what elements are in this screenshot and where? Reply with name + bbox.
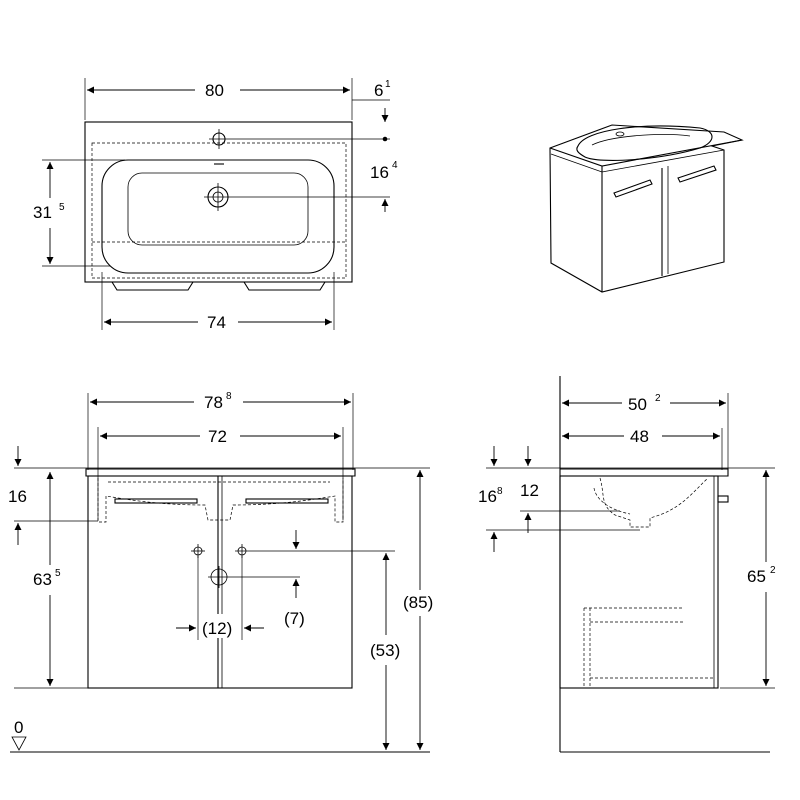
dim-side-depth-sup: 2	[655, 393, 661, 404]
dim-front-inner-width: 72	[208, 427, 227, 446]
dim-side-basin-depth: 16	[478, 487, 497, 506]
dim-front-width: 78	[204, 393, 223, 412]
dim-tap-to-drain: 16	[370, 163, 389, 182]
dim-top-width-80: 80	[205, 81, 224, 100]
side-view: 50 2 48 16 8 12	[478, 376, 776, 753]
top-view: 80 6 1 16 4 3	[30, 78, 398, 332]
dim-side-cabinet-height: 65	[747, 567, 766, 586]
dim-basin-depth-front: 16	[8, 487, 27, 506]
floor-level-label: 0	[14, 718, 23, 737]
dim-front-width-sup: 8	[226, 391, 232, 402]
dim-drain-offset: (7)	[284, 609, 305, 628]
dim-basin-depth: 31	[33, 203, 52, 222]
dim-side-depth: 50	[628, 395, 647, 414]
dim-total-height: (85)	[403, 593, 433, 612]
dim-cabinet-height-sup: 5	[55, 568, 61, 579]
front-view: 78 8 72 (7)	[8, 391, 433, 753]
dim-side-cabinet-height-sup: 2	[770, 565, 776, 576]
dim-side-basin-depth-sup: 8	[497, 486, 503, 497]
dim-tap-offset: 6	[374, 81, 383, 100]
dim-top-width-74: 74	[207, 313, 226, 332]
dim-drain-height: (53)	[370, 641, 400, 660]
isometric-view	[549, 124, 744, 293]
dim-cabinet-height: 63	[33, 570, 52, 589]
dim-drain-spacing: (12)	[202, 619, 232, 638]
dim-basin-depth-sup: 5	[59, 202, 65, 213]
dim-tap-to-drain-sup: 4	[392, 160, 398, 171]
dim-side-inner-depth: 48	[630, 427, 649, 446]
dim-tap-offset-sup: 1	[385, 79, 391, 90]
dim-side-basin-inner: 12	[520, 481, 539, 500]
